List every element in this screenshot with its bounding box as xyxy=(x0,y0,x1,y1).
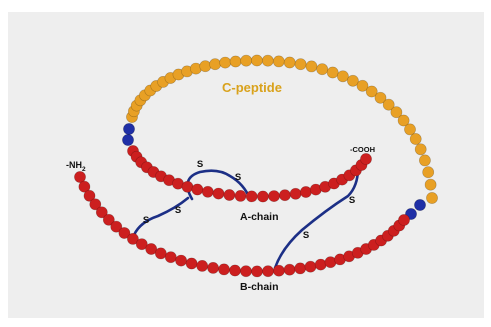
b-chain-residue xyxy=(155,248,166,259)
a-chain-residue xyxy=(213,188,224,199)
linker-residue xyxy=(414,199,425,210)
c-peptide-residue xyxy=(404,124,415,135)
b-chain-residue xyxy=(295,263,306,274)
a-chain-residue xyxy=(246,191,257,202)
a-chain-residue xyxy=(202,186,213,197)
sulfur-atom-label: S xyxy=(303,230,309,241)
a-chain-residue xyxy=(182,181,193,192)
sulfur-atom-label: S xyxy=(197,159,203,170)
c-peptide-residue xyxy=(273,56,284,67)
b-chain-residue xyxy=(305,261,316,272)
a-chain-residue xyxy=(192,184,203,195)
c-peptide-residue xyxy=(423,167,434,178)
c-peptide-residue xyxy=(425,179,436,190)
b-chain-residue xyxy=(218,264,229,275)
n-terminus-text: -NH xyxy=(66,160,82,170)
a-chain-residue xyxy=(268,191,279,202)
sulfur-atom-label: S xyxy=(143,215,149,226)
c-peptide-residue xyxy=(410,133,421,144)
b-chain-label: B-chain xyxy=(240,281,279,293)
b-chain-residue xyxy=(273,265,284,276)
c-peptide-residue xyxy=(284,57,295,68)
c-peptide-residue xyxy=(426,192,437,203)
b-chain-residue xyxy=(197,260,208,271)
linker-residue xyxy=(122,134,133,145)
sulfur-atom-label: S xyxy=(175,205,181,216)
c-peptide-residue xyxy=(415,144,426,155)
b-chain-residue xyxy=(251,266,262,277)
c-peptide-residue xyxy=(419,155,430,166)
c-peptide-residue xyxy=(241,55,252,66)
c-peptide-residue xyxy=(230,56,241,67)
n-terminus-label: -NH2 xyxy=(66,160,86,173)
a-chain-residue xyxy=(279,190,290,201)
c-peptide-residue xyxy=(317,64,328,75)
a-chain-residue xyxy=(235,190,246,201)
linker-residue xyxy=(123,123,134,134)
b-chain-residue xyxy=(165,252,176,263)
b-chain-residue xyxy=(315,259,326,270)
sulfur-atom-label: S xyxy=(235,172,241,183)
c-peptide-residue xyxy=(306,61,317,72)
n-terminus-subscript: 2 xyxy=(82,166,86,173)
c-peptide-residue xyxy=(327,67,338,78)
b-chain-residue xyxy=(208,262,219,273)
b-chain-residue xyxy=(398,214,409,225)
b-chain-residue xyxy=(240,266,251,277)
c-peptide-label: C-peptide xyxy=(222,80,282,95)
c-peptide-residue xyxy=(262,55,273,66)
c-peptide-residue xyxy=(210,59,221,70)
a-chain-residue xyxy=(290,188,301,199)
a-chain-residue xyxy=(360,153,371,164)
c-peptide-residue xyxy=(251,55,262,66)
c-peptide-residue xyxy=(200,61,211,72)
b-chain-residue xyxy=(229,265,240,276)
a-chain-residue xyxy=(300,186,311,197)
b-chain-residue xyxy=(176,255,187,266)
sulfur-atom-label: S xyxy=(349,195,355,206)
c-terminus-label: -COOH xyxy=(350,145,375,154)
a-chain-label: A-chain xyxy=(240,211,279,223)
c-peptide-residue xyxy=(295,59,306,70)
a-chain-residue xyxy=(257,191,268,202)
b-chain-residue xyxy=(284,264,295,275)
a-chain-residue xyxy=(224,189,235,200)
c-peptide-residue xyxy=(337,71,348,82)
b-chain-residue xyxy=(262,266,273,277)
c-peptide-residue xyxy=(220,57,231,68)
b-chain-residue xyxy=(186,258,197,269)
